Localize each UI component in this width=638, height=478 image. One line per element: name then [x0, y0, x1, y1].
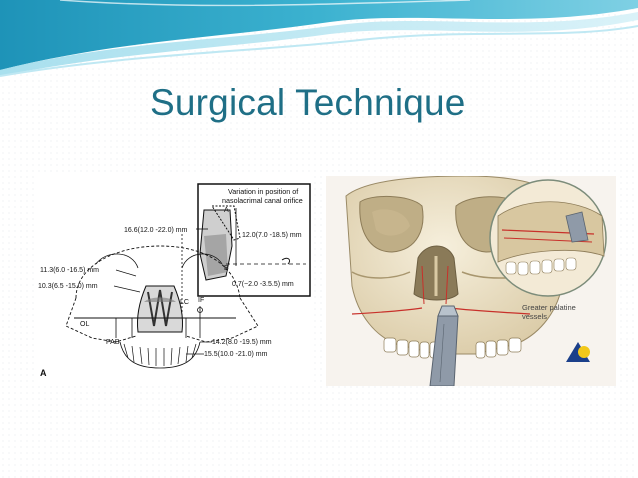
label-lc: LC [180, 299, 189, 306]
publisher-logo-icon [566, 342, 590, 362]
measurement-left-2: 10.3(6.5 -15.0) mm [38, 283, 98, 290]
label-pab: PAB [106, 339, 120, 346]
maxilla-measurement-diagram: Variation in position of nasolacrimal ca… [36, 176, 314, 382]
caption-vessels: vessels [522, 312, 547, 321]
skull-illustration-svg: Greater palatine vessels [345, 175, 607, 387]
measurement-bottom-2: 15.5(10.0 -21.0) mm [204, 351, 268, 358]
measurement-top-left: 16.6(12.0 -22.0) mm [124, 227, 188, 234]
measurement-inset-bottom: 0.7(−2.0 -3.5.5) mm [232, 281, 294, 288]
measurement-inset-right: 12.0(7.0 -18.5) mm [242, 232, 302, 239]
measurement-bottom-1: 14.2(8.0 -19.5) mm [212, 339, 272, 346]
measurement-left-1: 11.3(6.0 -16.5) mm [40, 267, 99, 274]
label-a-point: A [224, 207, 229, 214]
slide-title: Surgical Technique [150, 82, 466, 123]
inset-caption-1: Variation in position of [228, 187, 298, 196]
inset-caption-2: nasolacrimal canal orifice [222, 196, 303, 205]
label-if: IF [198, 297, 204, 304]
header-wave-decoration [0, 0, 638, 77]
caption-greater-palatine: Greater palatine [522, 303, 576, 312]
skull-osteotomy-illustration: Greater palatine vessels [326, 175, 616, 387]
panel-letter: A [40, 368, 47, 378]
label-ol: OL [80, 321, 89, 328]
maxilla-diagram-svg: Variation in position of nasolacrimal ca… [38, 183, 311, 378]
